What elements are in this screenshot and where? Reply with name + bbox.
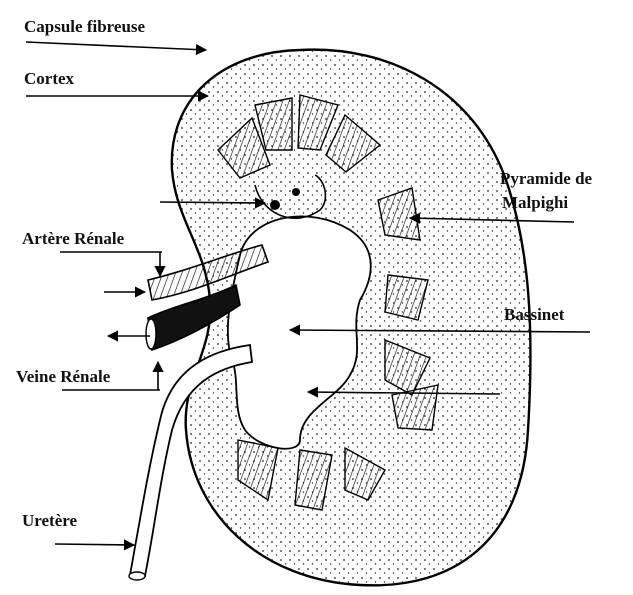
pointer-calyx [160, 202, 265, 203]
calyx-dot [292, 188, 300, 196]
label-bassinet: Bassinet [504, 305, 565, 324]
label-capsule: Capsule fibreuse [24, 17, 146, 36]
label-pyramide-1: Pyramide de [500, 169, 593, 188]
label-pyramide-2: Malpighi [502, 193, 568, 212]
label-cortex: Cortex [24, 69, 75, 88]
label-veine: Veine Rénale [16, 367, 111, 386]
pointer-capsule [26, 42, 206, 50]
calyx-dot [270, 200, 280, 210]
label-uretere: Uretère [22, 511, 78, 530]
ureter-end [129, 572, 145, 580]
label-artere: Artère Rénale [22, 229, 125, 248]
vein-opening [146, 319, 156, 349]
pointer-uretere [55, 544, 134, 545]
